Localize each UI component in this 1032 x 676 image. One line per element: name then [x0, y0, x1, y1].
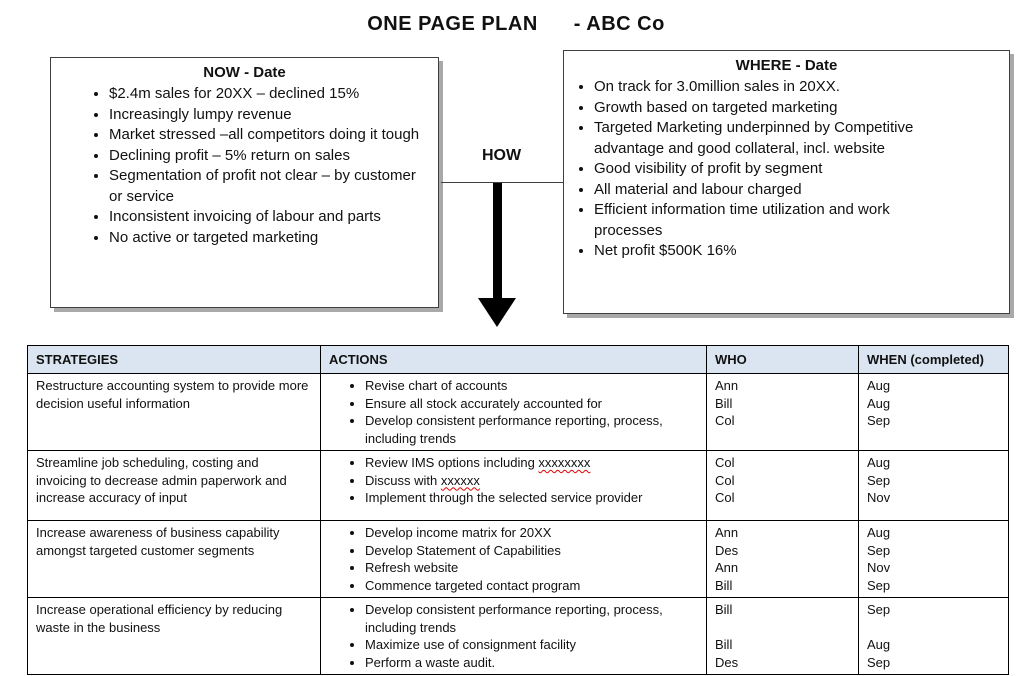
action-item: Perform a waste audit. — [365, 654, 694, 672]
who-line — [715, 619, 850, 637]
where-box: WHERE - Date On track for 3.0million sal… — [563, 50, 1010, 314]
when-line: Aug — [867, 395, 891, 411]
when-line: Sep — [867, 602, 891, 617]
table-row: Increase operational efficiency by reduc… — [27, 597, 1009, 675]
who-line: Ann — [715, 560, 739, 575]
when-line: Aug — [867, 378, 891, 393]
strategy-cell: Restructure accounting system to provide… — [27, 373, 321, 451]
strategy-cell: Increase awareness of business capabilit… — [27, 520, 321, 598]
when-line: Nov — [867, 560, 891, 575]
when-line: Sep — [867, 654, 891, 670]
action-item: Revise chart of accounts — [365, 377, 694, 395]
when-line: Aug — [867, 455, 891, 470]
action-item: Implement through the selected service p… — [365, 489, 694, 507]
actions-list: Review IMS options including xxxxxxxxDis… — [329, 454, 698, 507]
bullet-item: Net profit $500K 16% — [594, 241, 961, 262]
bullet-item: All material and labour charged — [594, 180, 961, 201]
when-line: Aug — [867, 525, 891, 540]
who-line: Des — [715, 654, 739, 670]
bullet-item: Declining profit – 5% return on sales — [109, 146, 432, 167]
where-bullet-list: On track for 3.0million sales in 20XX.Gr… — [564, 77, 1009, 262]
bullet-item: No active or targeted marketing — [109, 228, 432, 249]
who-line: Col — [715, 413, 735, 428]
action-item: Develop Statement of Capabilities — [365, 542, 694, 560]
strategy-action-table: STRATEGIES ACTIONS WHO WHEN (completed) … — [27, 345, 1009, 675]
bullet-item: Targeted Marketing underpinned by Compet… — [594, 118, 961, 159]
when-line: Sep — [867, 577, 891, 593]
action-item: Develop consistent performance reporting… — [365, 601, 694, 636]
who-line: Col — [715, 490, 735, 505]
action-item: Commence targeted contact program — [365, 577, 694, 595]
bullet-item: Efficient information time utilization a… — [594, 200, 961, 241]
who-line: Ann — [715, 378, 739, 393]
header-actions: ACTIONS — [320, 345, 707, 374]
page-title-company: - ABC Co — [573, 13, 665, 35]
who-line: Bill — [715, 395, 733, 411]
bullet-item: On track for 3.0million sales in 20XX. — [594, 77, 961, 98]
who-line: Bill — [715, 577, 733, 593]
where-box-heading: WHERE - Date — [735, 57, 838, 74]
who-line: Bill — [715, 637, 733, 652]
down-arrow-shaft — [493, 183, 502, 300]
bullet-item: Growth based on targeted marketing — [594, 98, 961, 119]
bullet-item: Increasingly lumpy revenue — [109, 105, 432, 126]
now-box-heading: NOW - Date — [203, 64, 286, 81]
bullet-item: Inconsistent invoicing of labour and par… — [109, 207, 432, 228]
actions-list: Revise chart of accountsEnsure all stock… — [329, 377, 698, 447]
when-line: Aug — [867, 637, 891, 652]
when-line — [867, 619, 1000, 637]
strategy-cell: Streamline job scheduling, costing and i… — [27, 450, 321, 521]
when-line: Sep — [867, 413, 891, 428]
now-box: NOW - Date $2.4m sales for 20XX – declin… — [50, 57, 439, 308]
down-arrow-head — [478, 298, 516, 327]
when-line: Sep — [867, 472, 891, 488]
action-item: Review IMS options including xxxxxxxx — [365, 454, 694, 472]
misspelled-text: xxxxxx — [440, 472, 480, 488]
bullet-item: $2.4m sales for 20XX – declined 15% — [109, 84, 432, 105]
table-row: Streamline job scheduling, costing and i… — [27, 450, 1009, 521]
action-item: Discuss with xxxxxx — [365, 472, 694, 490]
who-line: Ann — [715, 525, 739, 540]
table-row: Increase awareness of business capabilit… — [27, 520, 1009, 598]
action-item: Maximize use of consignment facility — [365, 636, 694, 654]
now-bullet-list: $2.4m sales for 20XX – declined 15%Incre… — [51, 84, 438, 248]
action-item: Ensure all stock accurately accounted fo… — [365, 395, 694, 413]
table-header-row: STRATEGIES ACTIONS WHO WHEN (completed) — [27, 345, 1009, 374]
actions-list: Develop consistent performance reporting… — [329, 601, 698, 671]
bullet-item: Good visibility of profit by segment — [594, 159, 961, 180]
bullet-item: Market stressed –all competitors doing i… — [109, 125, 432, 146]
how-connector-line — [441, 182, 563, 183]
header-who: WHO — [706, 345, 859, 374]
action-item: Refresh website — [365, 559, 694, 577]
strategy-cell: Increase operational efficiency by reduc… — [27, 597, 321, 675]
who-line: Des — [715, 542, 739, 558]
how-label: HOW — [481, 147, 522, 164]
header-strategies: STRATEGIES — [27, 345, 321, 374]
action-item: Develop income matrix for 20XX — [365, 524, 694, 542]
who-line: Bill — [715, 602, 733, 617]
page-title: ONE PAGE PLAN - ABC Co — [0, 13, 1032, 36]
actions-list: Develop income matrix for 20XXDevelop St… — [329, 524, 698, 594]
header-when: WHEN (completed) — [858, 345, 1009, 374]
who-line: Col — [715, 472, 735, 488]
misspelled-text: xxxxxxxx — [538, 455, 591, 470]
table-row: Restructure accounting system to provide… — [27, 373, 1009, 451]
when-line: Nov — [867, 490, 891, 505]
bullet-item: Segmentation of profit not clear – by cu… — [109, 166, 432, 207]
when-line: Sep — [867, 542, 891, 558]
who-line: Col — [715, 455, 735, 470]
page-title-main: ONE PAGE PLAN — [367, 13, 538, 35]
action-item: Develop consistent performance reporting… — [365, 412, 694, 447]
